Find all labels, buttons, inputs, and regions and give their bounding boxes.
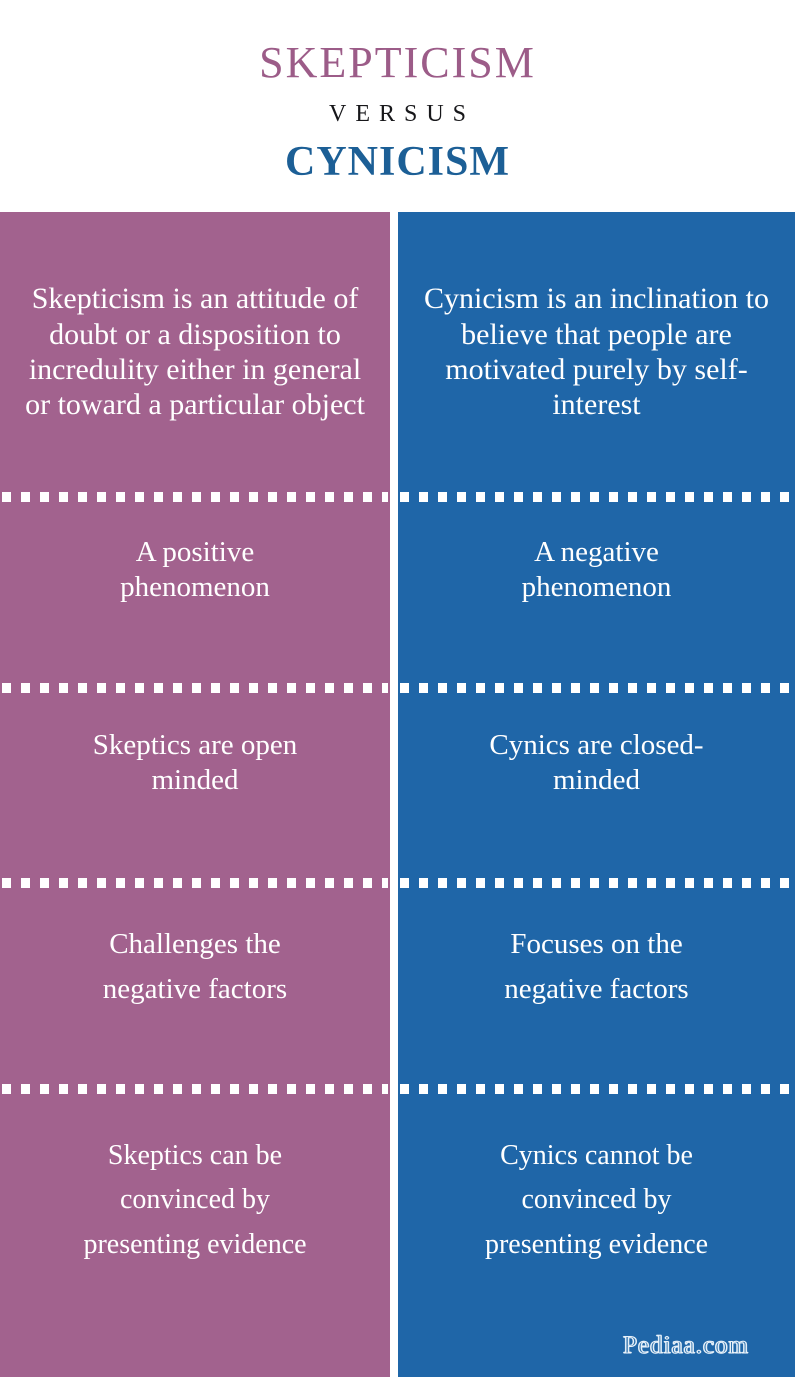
row-divider [400,683,793,693]
table-row: Cynics cannot be convinced by presenting… [398,1084,795,1377]
table-row: A positive phenomenon [0,492,390,683]
page-title-cynicism: CYNICISM [284,139,510,186]
infographic-header: SKEPTICISM VERSUS CYNICISM [0,0,795,212]
column-cynicism: Cynicism is an inclination to believe th… [398,212,795,1377]
row-divider [400,1084,793,1094]
table-row: Focuses on the negative factors [398,878,795,1084]
cell-cynicism-factors: Focuses on the negative factors [504,928,689,1005]
table-row: Cynics are closed- minded [398,683,795,878]
cell-skepticism-mindset: Skeptics are open minded [92,728,298,796]
watermark-pediaa: Pediaa.com [623,1332,749,1360]
cell-skepticism-phenomenon: A positive phenomenon [120,535,270,603]
table-row: Skeptics can be convinced by presenting … [0,1084,390,1377]
title-versus-separator: VERSUS [328,101,476,128]
cell-cynicism-definition: Cynicism is an inclination to believe th… [424,282,769,422]
table-row: Challenges the negative factors [0,878,390,1084]
comparison-table: Skepticism is an attitude of doubt or a … [0,212,795,1377]
cell-cynicism-phenomenon: A negative phenomenon [521,535,672,603]
column-skepticism: Skepticism is an attitude of doubt or a … [0,212,390,1377]
cell-skepticism-factors: Challenges the negative factors [102,928,288,1005]
row-divider [2,878,388,888]
row-divider [2,1084,388,1094]
cell-cynicism-mindset: Cynics are closed- minded [489,728,704,796]
cell-skepticism-definition: Skepticism is an attitude of doubt or a … [25,282,365,422]
cell-skepticism-evidence: Skeptics can be convinced by presenting … [83,1140,307,1260]
table-row: Cynicism is an inclination to believe th… [398,212,795,492]
row-divider [400,492,793,502]
row-divider [2,683,388,693]
row-divider [2,492,388,502]
table-row: A negative phenomenon [398,492,795,683]
table-row: Skeptics are open minded [0,683,390,878]
table-row: Skepticism is an attitude of doubt or a … [0,212,390,492]
row-divider [400,878,793,888]
page-title-skepticism: SKEPTICISM [259,38,536,87]
cell-cynicism-evidence: Cynics cannot be convinced by presenting… [484,1140,709,1260]
